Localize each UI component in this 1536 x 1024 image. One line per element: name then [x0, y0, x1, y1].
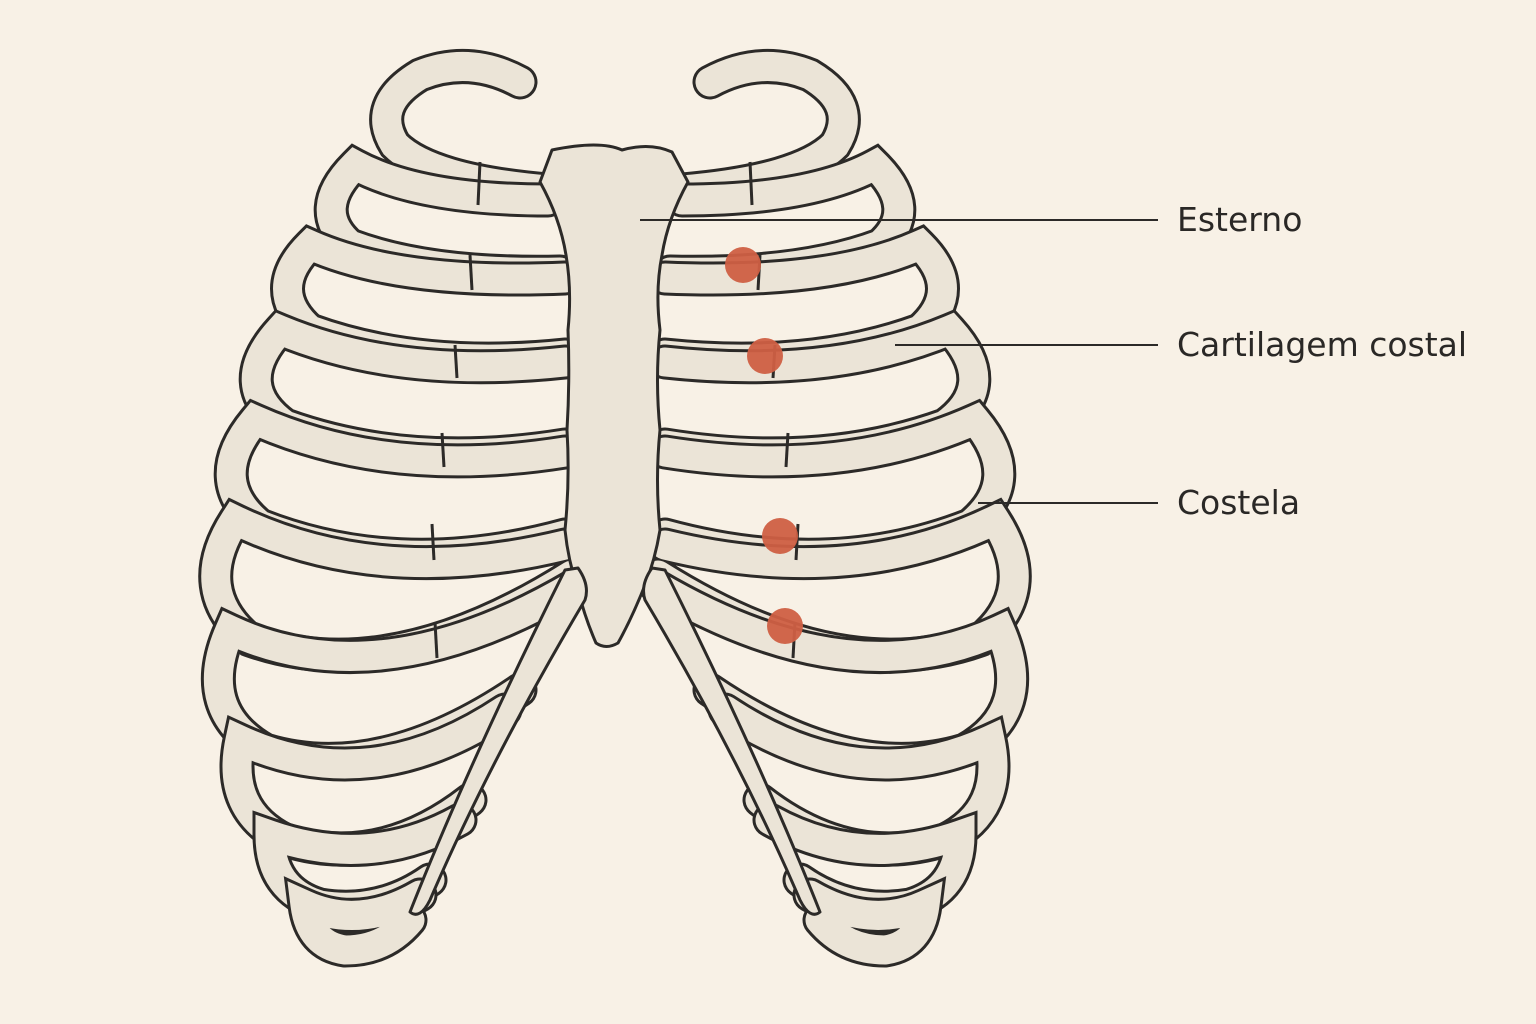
cartilage-joint-left-5: [430, 523, 436, 561]
sternum-label: Esterno: [1177, 200, 1303, 239]
sternum: [538, 143, 690, 648]
rib-body: [372, 52, 563, 205]
cartilage-joint-left-1: [476, 161, 482, 206]
rib-left-10: [283, 876, 438, 968]
marker-dot-2: [747, 338, 783, 374]
costal-cartilage-label: Cartilagem costal: [1177, 325, 1468, 364]
marker-dot-4: [767, 608, 803, 644]
ribs: [198, 49, 1032, 968]
cartilage-joint-right-1: [748, 161, 754, 206]
marker-dot-3: [762, 518, 798, 554]
markers: [725, 247, 803, 644]
cartilage-joint-left-4: [440, 432, 446, 468]
rib-right-10: [792, 876, 947, 968]
rib-body: [287, 880, 435, 965]
rib-right-1: [664, 49, 861, 208]
rib-left-1: [369, 49, 566, 208]
rib-label: Costela: [1177, 483, 1301, 522]
cartilage-joint-right-4: [784, 432, 790, 468]
marker-dot-1: [725, 247, 761, 283]
cartilage-joint-left-6: [433, 621, 439, 659]
costal-margin-left: [408, 566, 588, 916]
cartilage-joint-left-3: [453, 344, 459, 379]
cartilage-joint-left-2: [468, 254, 474, 291]
rib-body: [667, 52, 858, 205]
costal-margin-right: [642, 566, 822, 916]
cartilage-joint-right-5: [794, 523, 800, 561]
rib-body: [795, 880, 943, 965]
